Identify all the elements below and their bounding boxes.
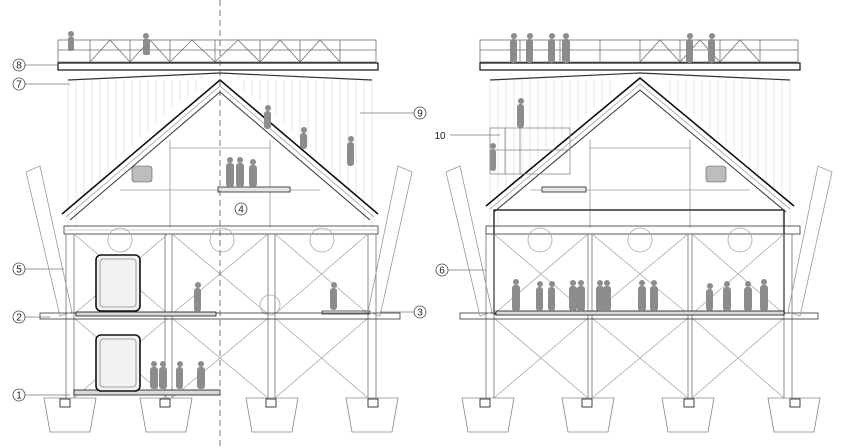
callout-10: 10	[434, 131, 500, 142]
callout-9-label: 9	[417, 109, 423, 120]
right-section	[445, 39, 833, 433]
callout-10-label: 10	[434, 131, 446, 142]
callout-9: 9	[360, 106, 427, 120]
right-side-arms	[445, 165, 833, 317]
left-pontoons	[43, 397, 399, 433]
callout-2-label: 2	[16, 313, 22, 324]
right-mid-beam	[485, 225, 801, 235]
left-lower-door	[95, 334, 141, 392]
right-siding	[489, 80, 791, 228]
callout-4: 4	[234, 202, 248, 216]
figure-group-right-hall	[512, 279, 768, 311]
callout-5: 5	[12, 262, 64, 276]
right-balcony	[489, 127, 571, 175]
figure-group-right-roof	[510, 33, 715, 63]
right-lower-deck	[459, 310, 819, 320]
callout-6-label: 6	[439, 266, 445, 277]
callout-1-label: 1	[16, 391, 22, 402]
callout-6: 6	[435, 263, 486, 277]
left-mid-beam	[63, 225, 379, 235]
callout-8-label: 8	[16, 61, 22, 72]
callouts: 1 2 3 4 5 6	[12, 58, 500, 402]
callout-3-label: 3	[417, 308, 423, 319]
right-posts	[485, 234, 793, 398]
callout-4-label: 4	[238, 205, 244, 216]
figure-group-left-attic	[226, 105, 354, 187]
right-top-beam	[479, 62, 801, 71]
figure-group-left-mid	[194, 282, 337, 312]
callout-5-label: 5	[16, 265, 22, 276]
callout-8: 8	[12, 58, 58, 72]
figure-group-left-roof	[68, 31, 150, 55]
callout-1: 1	[12, 388, 70, 402]
left-rooftop-railing	[57, 39, 377, 63]
figure-group-left-lower	[150, 361, 205, 389]
right-lattice	[493, 227, 785, 399]
callout-7: 7	[12, 77, 70, 91]
human-figures	[68, 31, 768, 389]
right-attic-frame	[530, 140, 750, 228]
right-pontoons	[461, 397, 821, 433]
left-siding	[67, 80, 373, 228]
callout-7-label: 7	[16, 80, 22, 91]
left-top-beam	[57, 62, 379, 71]
left-section	[25, 39, 413, 433]
figure-group-right-balcony	[490, 98, 524, 171]
left-upper-door	[95, 254, 141, 312]
callout-3: 3	[380, 305, 427, 319]
left-side-arms	[25, 165, 413, 317]
callout-2: 2	[12, 310, 50, 324]
equipment-props	[131, 165, 727, 183]
left-attic-frame	[120, 140, 320, 228]
right-gable-roof	[485, 76, 795, 213]
